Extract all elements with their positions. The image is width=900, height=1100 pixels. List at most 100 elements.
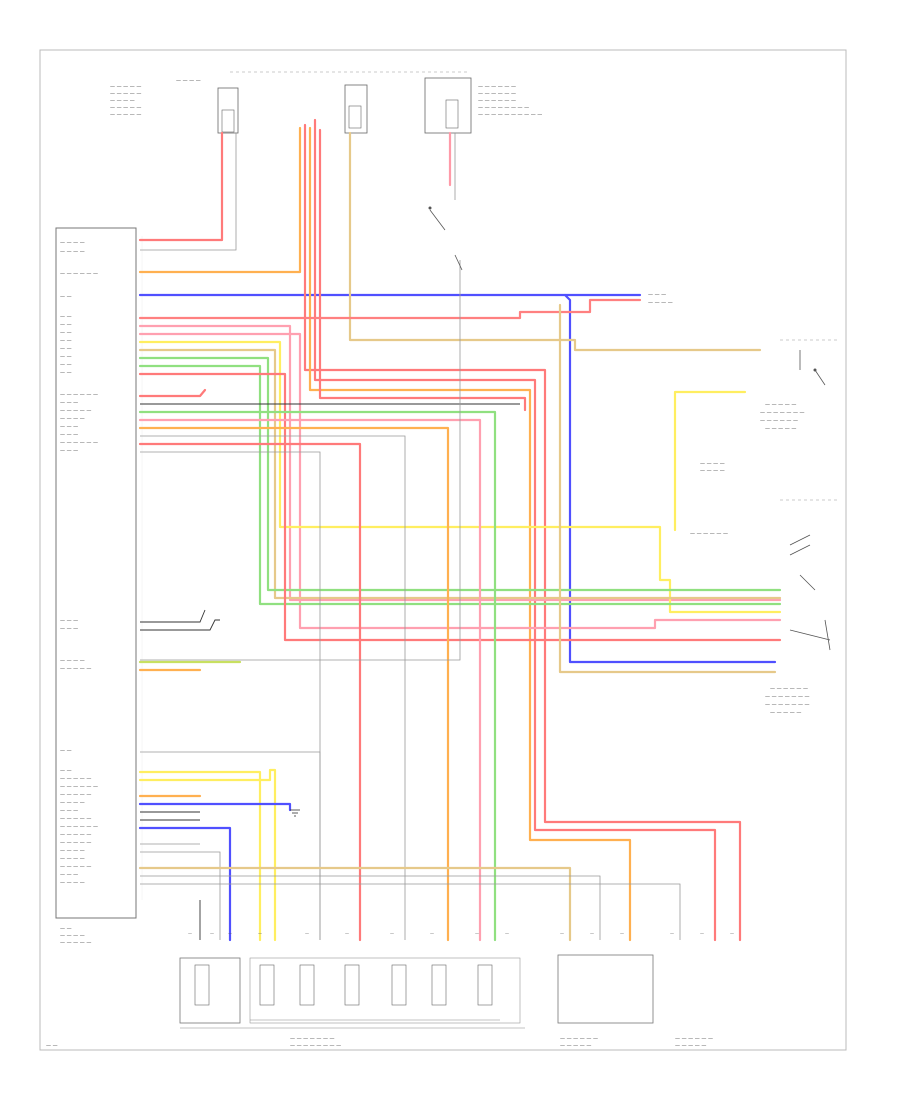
svg-text:— — — —: — — — — [60,848,85,854]
svg-text:— — — — — —: — — — — — — [478,91,516,97]
diagram-frame [39,49,847,1051]
svg-text:— — —: — — — [648,292,666,298]
svg-text:— —: — — [60,322,72,328]
svg-text:— — — — —: — — — — — [770,710,801,716]
wire-gray-6 [140,260,461,661]
wire-red-power-1 [138,131,224,242]
wire-yellow-2 [673,390,747,532]
svg-text:—: — [258,931,262,936]
wire-yellow-1 [138,340,782,614]
bottom-wire-labels: — — — — — — — — — — — — — — — — [188,931,734,936]
wire-red-6 [138,372,782,642]
control-module: — — — — — — — — — — — — — — — — — — — — … [55,227,137,946]
svg-text:— —: — — [60,370,72,376]
wire-pink-2 [138,332,782,630]
svg-text:— — — — —: — — — — — [60,864,91,870]
svg-text:—: — [390,931,394,936]
svg-text:— —: — — [60,338,72,344]
svg-text:— — — — — — — —: — — — — — — — — [478,105,529,111]
svg-text:— — — —: — — — — [60,240,85,246]
svg-text:— — — — — — —: — — — — — — — [760,410,805,416]
fuse-block-center [344,84,368,134]
wire-red-7 [138,388,207,398]
svg-text:—: — [700,931,704,936]
svg-text:— — — — — — —: — — — — — — — [290,1036,335,1042]
svg-text:— — — —: — — — — [60,856,85,862]
svg-text:— — — — —: — — — — — [110,84,141,90]
svg-text:— — — — —: — — — — — [560,1043,591,1049]
wire-tan-3 [558,303,777,674]
switch-icon-middle [428,206,463,271]
wire-gray-9 [140,851,221,940]
wire-tan-2 [138,348,782,600]
wire-blue-3 [138,802,292,812]
svg-text:— — —: — — — [60,872,78,878]
svg-text:— —: — — [60,354,72,360]
svg-text:—: — [560,931,564,936]
svg-text:— — — — —: — — — — — [675,1043,706,1049]
svg-text:— —: — — [60,294,72,300]
svg-text:— — — —: — — — — [60,933,85,939]
svg-text:— — — — — —: — — — — — — [60,824,98,830]
svg-text:—: — [475,931,479,936]
svg-text:— — — — — — — —: — — — — — — — — [290,1043,341,1049]
wire-gray-11 [140,883,681,940]
svg-text:— — — — — —: — — — — — — [760,418,798,424]
svg-text:— — — — —: — — — — — [110,91,141,97]
svg-text:— —: — — [60,346,72,352]
svg-text:— —: — — [60,314,72,320]
wire-gray-10 [140,875,601,940]
switch-icon [780,339,840,386]
svg-text:—: — [620,931,624,936]
svg-text:— — — — — —: — — — — — — [60,440,98,446]
svg-text:— — — —: — — — — [60,249,85,255]
wire-orange-2 [308,126,632,942]
svg-text:— —: — — [60,748,72,754]
svg-text:— — — — —: — — — — — [60,832,91,838]
svg-text:—: — [670,931,674,936]
svg-text:— — — —: — — — — [60,416,85,422]
wire-orange-1 [138,126,302,274]
svg-text:— — — — — — —: — — — — — — — [765,702,810,708]
svg-text:—: — [505,931,509,936]
svg-text:— — — — —: — — — — — [110,112,141,118]
svg-text:—: — [345,931,349,936]
wire-gray-3 [140,435,406,940]
svg-text:—: — [590,931,594,936]
svg-text:— — — — — — — — — —: — — — — — — — — — — [478,112,542,118]
svg-text:— — — —: — — — — [60,658,85,664]
svg-text:— —: — — [60,330,72,336]
svg-text:— — —: — — — [60,448,78,454]
svg-text:—: — [188,931,192,936]
svg-text:—: — [730,931,734,936]
connector-icon [179,954,654,1029]
wire-yellow-4 [138,768,277,942]
svg-text:— — — — — —: — — — — — — [478,98,516,104]
svg-text:—: — [210,931,214,936]
wire-red-4 [318,128,527,412]
wire-black-2 [140,609,206,623]
svg-text:— — — —: — — — — [700,461,725,467]
wire-blue-4 [138,826,232,942]
wire-red-3 [313,118,717,942]
wire-green-2 [138,364,782,606]
svg-text:— — — —: — — — — [60,800,85,806]
svg-text:—: — [228,931,232,936]
svg-text:— — — — —: — — — — — [765,426,796,432]
wire-red-2 [303,123,742,942]
wire-green-3 [138,410,497,942]
svg-text:— — —: — — — [60,400,78,406]
svg-text:— — — — — —: — — — — — — [560,1036,598,1042]
svg-text:— —: — — [46,1043,58,1049]
svg-text:— — — — —: — — — — — [765,402,796,408]
wire-gray-power-2 [140,133,237,251]
svg-text:— — — — —: — — — — — [60,816,91,822]
svg-text:—: — [305,931,309,936]
svg-text:— — — —: — — — — [110,98,135,104]
svg-text:— — — — — —: — — — — — — [770,686,808,692]
fuse-block-left: — — — — — — — — — — — — — — — — — — — — … [110,78,239,134]
wire-tan-1 [348,131,762,352]
svg-text:— — — — —: — — — — — [60,776,91,782]
right-side-labels: — — — — — — — — — — — — — — — — — — — — … [648,292,810,716]
